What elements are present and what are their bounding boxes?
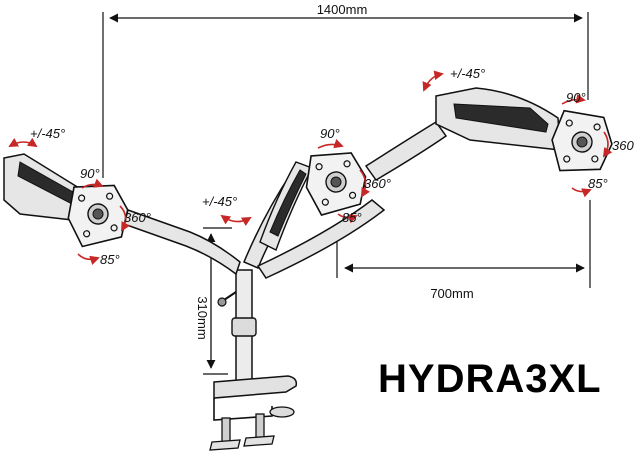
left-arm-link — [123, 209, 241, 276]
center-arm — [243, 146, 372, 269]
rotation-arrows — [8, 70, 613, 265]
clamp-foot-right — [243, 435, 275, 447]
right-rotate-arrow — [602, 131, 613, 158]
clamp-knob — [269, 406, 295, 418]
center-tilt-up-label: 90° — [320, 126, 340, 141]
pole-collar — [231, 317, 257, 337]
right-rotate-label: 360 — [612, 138, 634, 153]
pole-and-clamp — [209, 269, 298, 451]
center-rotate-arrow — [359, 169, 370, 198]
total-width-label: 1400mm — [317, 2, 368, 17]
right-swivel-arrow — [422, 70, 444, 92]
clamp-foot-left — [209, 439, 241, 451]
height-lever — [223, 291, 237, 301]
right-tilt-down-label: 85° — [588, 176, 608, 191]
center-vesa-plate — [300, 146, 372, 218]
clamp-screw-right — [255, 413, 265, 439]
pole-height-label: 310mm — [195, 296, 210, 339]
arm-span-label: 700mm — [430, 286, 473, 301]
center-tilt-down-arrow — [337, 213, 358, 224]
left-tilt-down-label: 85° — [100, 252, 120, 267]
clamp-top-plate — [213, 375, 298, 399]
left-tilt-down-arrow — [77, 253, 100, 265]
left-rotate-label: 360° — [124, 210, 151, 225]
left-tilt-up-arrow — [81, 178, 104, 189]
left-swivel-arrow — [8, 137, 38, 148]
right-tilt-up-label: 90° — [566, 90, 586, 105]
right-tilt-down-arrow — [571, 187, 592, 198]
center-tilt-up-arrow — [317, 139, 344, 149]
center-swivel-arrow — [220, 214, 252, 226]
left-swivel-label: +/-45° — [30, 126, 65, 141]
height-lever-knob — [217, 297, 227, 307]
right-vesa-plate — [549, 109, 615, 175]
center-rotate-label: 360° — [364, 176, 391, 191]
labels: 1400mm 700mm 310mm +/-45° 90° 360° 85° +… — [30, 2, 634, 340]
left-vesa-plate — [63, 179, 133, 249]
center-gas-spring — [269, 169, 307, 237]
left-tilt-up-label: 90° — [80, 166, 100, 181]
product-name: HYDRA3XL — [378, 357, 602, 401]
left-rotate-arrow — [119, 205, 130, 232]
right-swivel-label: +/-45° — [450, 66, 485, 81]
center-swivel-label: +/-45° — [202, 194, 237, 209]
right-arm-link-upper — [364, 120, 448, 181]
clamp-screw-left — [221, 417, 231, 443]
right-tilt-up-arrow — [561, 94, 586, 105]
center-tilt-down-label: 85° — [342, 210, 362, 225]
left-arm — [3, 153, 241, 276]
right-gas-spring — [453, 103, 549, 133]
